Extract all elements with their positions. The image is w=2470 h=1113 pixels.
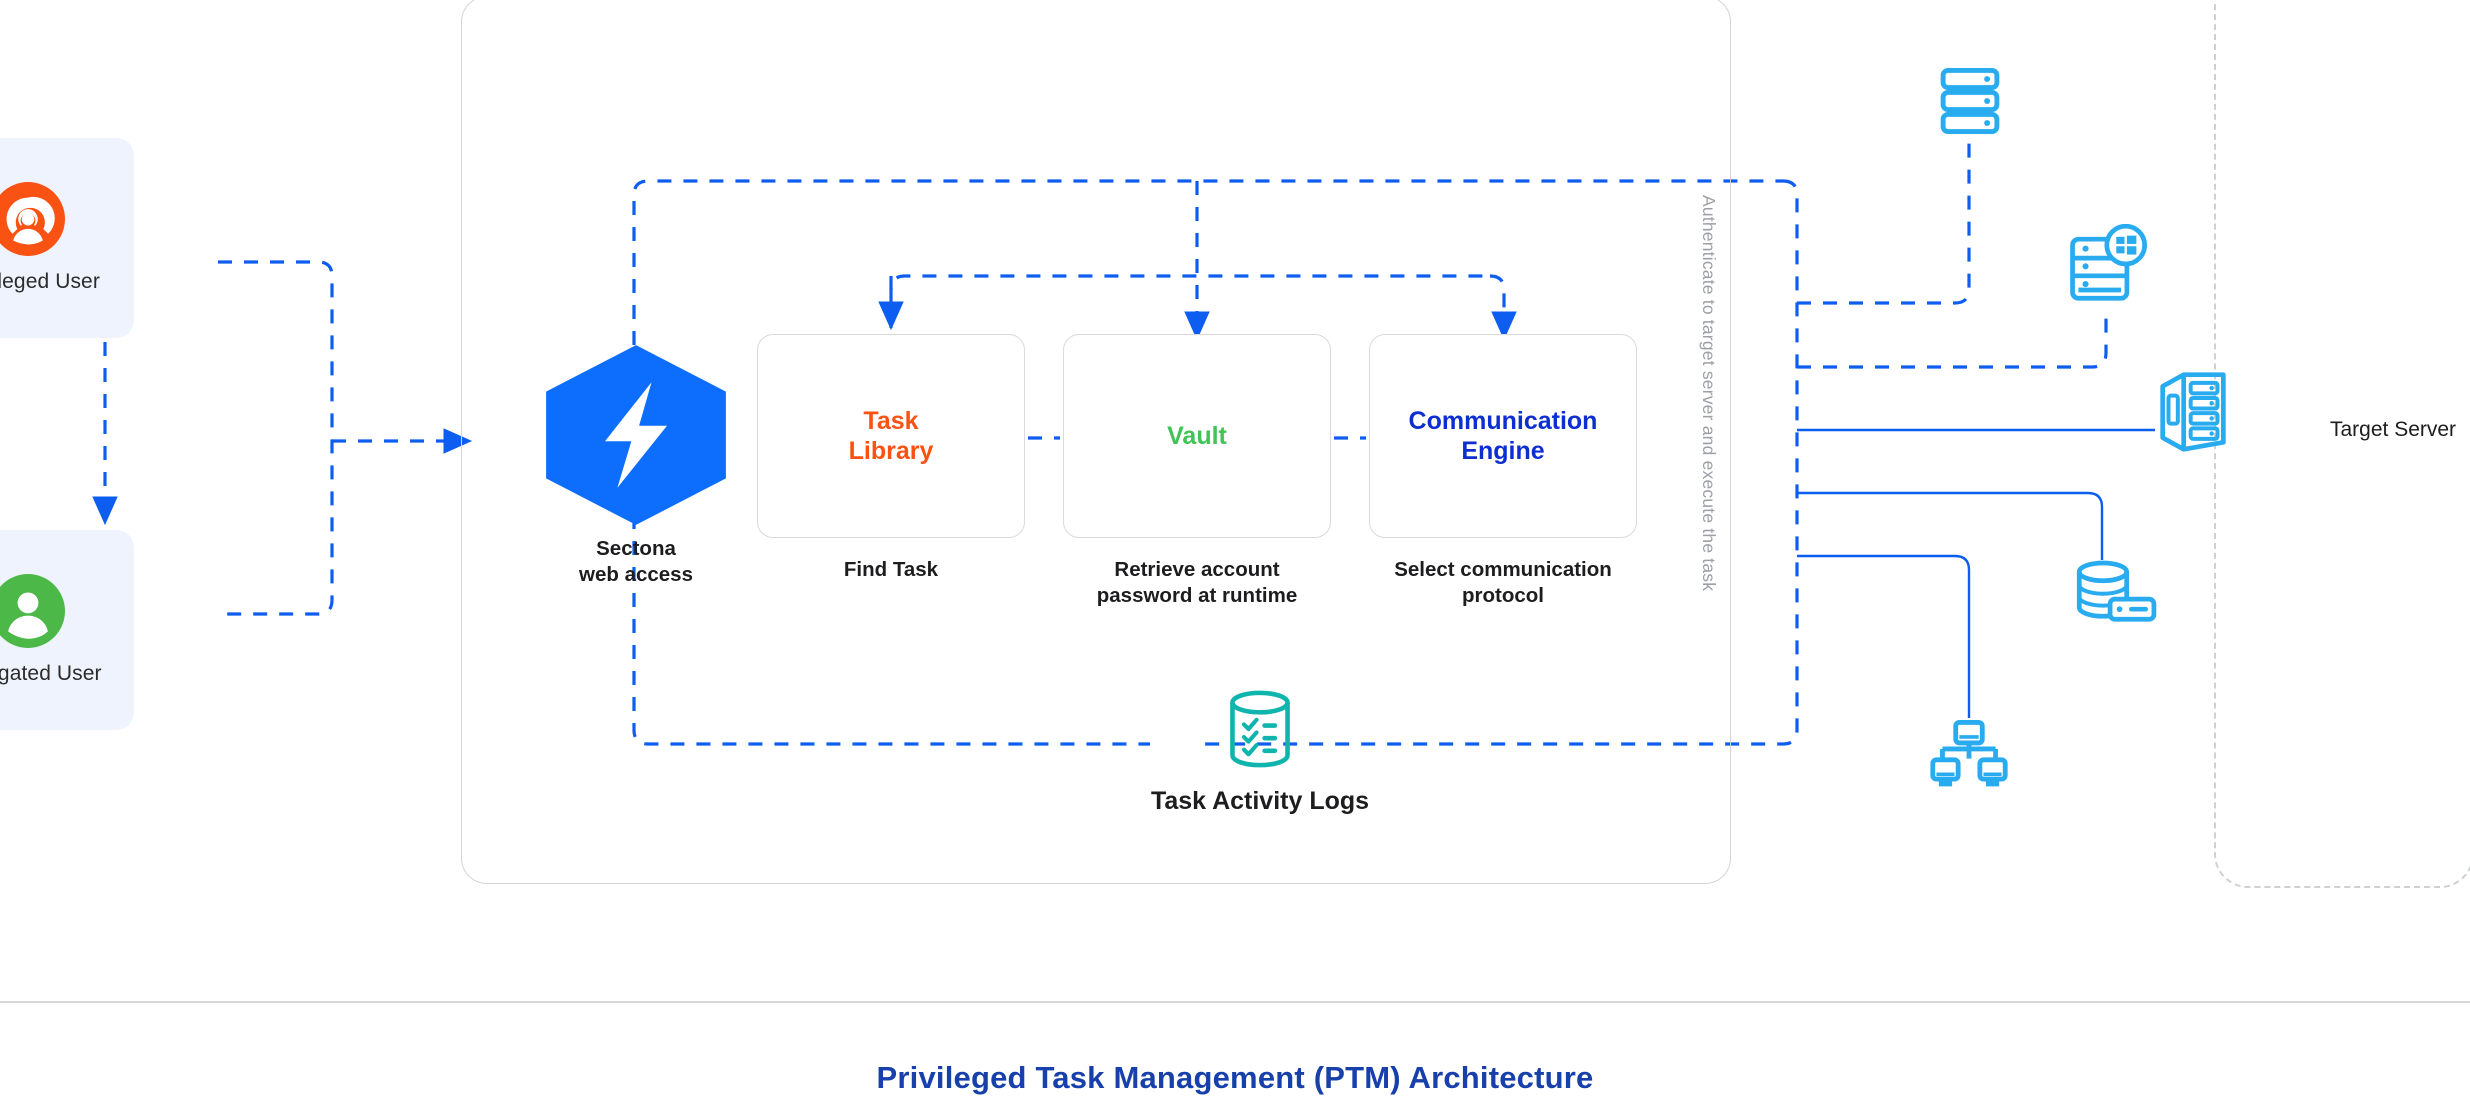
sectona-web-access-node[interactable]: Sectona web access [543, 345, 729, 588]
network-workstations-icon [1930, 720, 2008, 787]
stage-caption-line1: Select communication [1394, 558, 1612, 581]
windows-server-icon [2070, 224, 2147, 301]
delegated-user-icon [0, 574, 65, 648]
stage-title-line1: Task [863, 406, 919, 435]
stage-title-line2: Engine [1461, 437, 1545, 465]
stage-title-communication-engine: Communication Engine [1409, 406, 1598, 467]
stage-communication-engine[interactable]: Communication Engine Select communicatio… [1369, 334, 1637, 609]
stage-title-line1: Communication [1408, 406, 1598, 435]
stage-task-library[interactable]: Task Library Find Task [757, 334, 1025, 583]
stage-caption-line1: Retrieve account [1114, 558, 1280, 581]
stage-title-vault: Vault [1167, 421, 1227, 452]
stage-caption-vault: Retrieve account password at runtime [1063, 557, 1331, 609]
server-rack-stack-icon [1940, 68, 2000, 134]
stage-caption-line2: password at runtime [1096, 584, 1298, 608]
sectona-node-caption: Sectona web access [543, 536, 729, 588]
actor-card-privileged-user[interactable]: Privileged User [0, 138, 134, 338]
stage-title-line1: Vault [1167, 421, 1227, 450]
stage-caption-line2: protocol [1462, 584, 1544, 608]
actor-label-privileged-user: Privileged User [0, 270, 100, 293]
platform-boundary [461, 0, 1731, 884]
footer-divider [0, 1001, 2470, 1003]
actor-card-delegated-user[interactable]: Delegated User [0, 530, 134, 730]
task-activity-logs-node[interactable]: Task Activity Logs [1060, 690, 1460, 816]
stage-title-task-library: Task Library [849, 406, 934, 467]
stage-caption-task-library: Find Task [757, 557, 1025, 583]
task-activity-logs-label: Task Activity Logs [1150, 787, 1370, 815]
wire-bus-to-rack-stack [1797, 140, 1971, 305]
stage-box-communication-engine[interactable]: Communication Engine [1369, 334, 1637, 538]
sectona-caption-line2: web access [579, 563, 693, 587]
stage-vault[interactable]: Vault Retrieve account password at runti… [1063, 334, 1331, 609]
target-server-zone [2214, 0, 2470, 888]
wire-bus-to-database-server [1797, 491, 2104, 560]
diagram-title: Privileged Task Management (PTM) Archite… [876, 1060, 1594, 1095]
stage-caption-line1: Find Task [843, 558, 939, 581]
stage-box-vault[interactable]: Vault [1063, 334, 1331, 538]
stage-title-line2: Library [848, 437, 934, 465]
stage-caption-communication-engine: Select communication protocol [1369, 557, 1637, 609]
sectona-hexagon-logo [546, 345, 726, 525]
tower-server-icon [2160, 372, 2226, 452]
wire-bus-to-windows-server [1797, 310, 2108, 369]
actor-label-delegated-user: Delegated User [0, 662, 102, 685]
wire-users-to-platform-bus [218, 260, 334, 616]
database-server-icon [2076, 560, 2157, 622]
authenticate-to-target-label: Authenticate to target server and execut… [1699, 195, 1719, 592]
privileged-user-icon [0, 182, 65, 256]
sectona-caption-line1: Sectona [596, 537, 676, 560]
target-server-label: Target Server [2330, 418, 2457, 441]
stage-box-task-library[interactable]: Task Library [757, 334, 1025, 538]
wire-bus-to-network-workstations [1797, 554, 1971, 718]
task-activity-logs-database-icon [1230, 690, 1290, 768]
